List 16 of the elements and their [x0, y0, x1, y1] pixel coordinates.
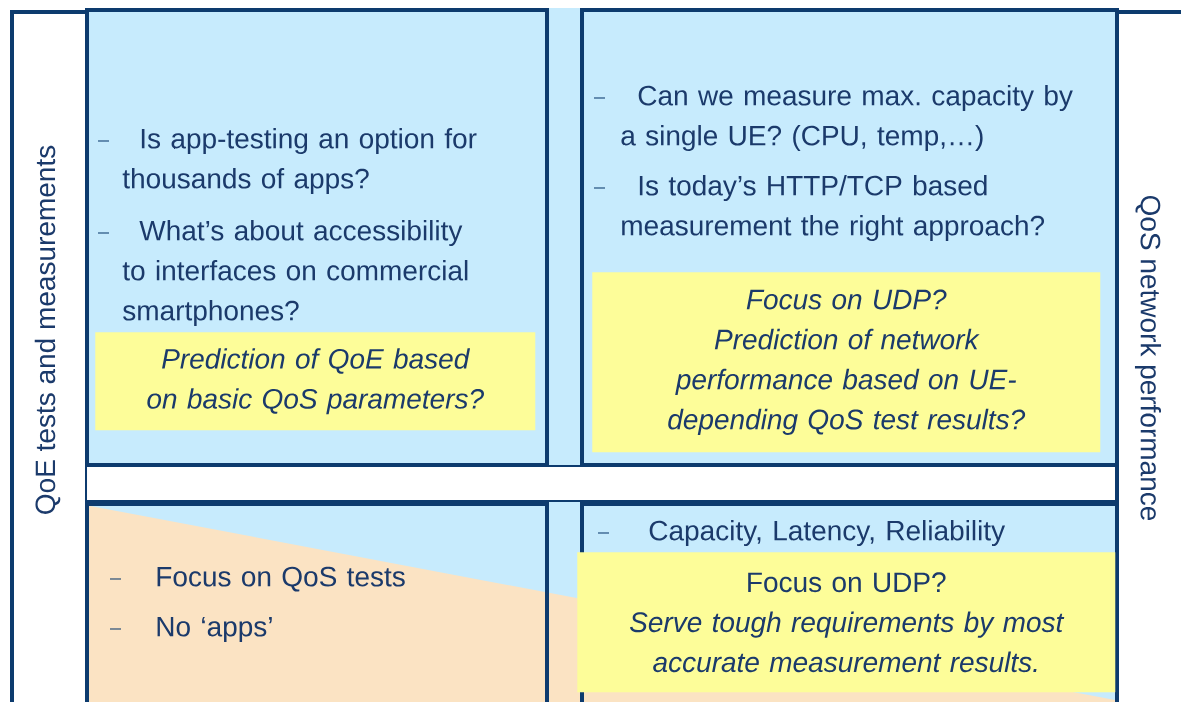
bullet-item: What’s about accessibility to interfaces on commercial smartphones?: [97, 220, 468, 327]
highlight-box: Prediction of QoE based on basic QoS parameters?: [95, 332, 536, 431]
bullet-item: Is app-testing an option for thousands of apps?: [97, 128, 477, 195]
question-panel: [85, 502, 549, 702]
side-band: QoE tests and measurements: [10, 10, 89, 702]
divider-bar: [85, 465, 1117, 502]
bullet-item: Focus on QoS tests: [109, 566, 405, 592]
side-band: QoS network performance: [1115, 10, 1181, 702]
highlight-box: Focus on UDP? Prediction of network performance based on UE-depending QoS test results?: [592, 272, 1101, 453]
question-panel: [85, 8, 549, 467]
highlight-box: Focus on UDP? Serve tough requirements by most accurate measurement results.: [577, 552, 1116, 693]
bullet-item: No ‘apps’: [109, 617, 272, 643]
question-panel: [580, 8, 1119, 467]
bullet-item: Capacity, Latency, Reliability: [597, 520, 1006, 547]
bullet-item: Is today’s HTTP/TCP based measurement the right approach?: [593, 175, 1045, 242]
bullet-item: Can we measure max. capacity by a single UE? (CPU, temp,…): [593, 85, 1073, 152]
